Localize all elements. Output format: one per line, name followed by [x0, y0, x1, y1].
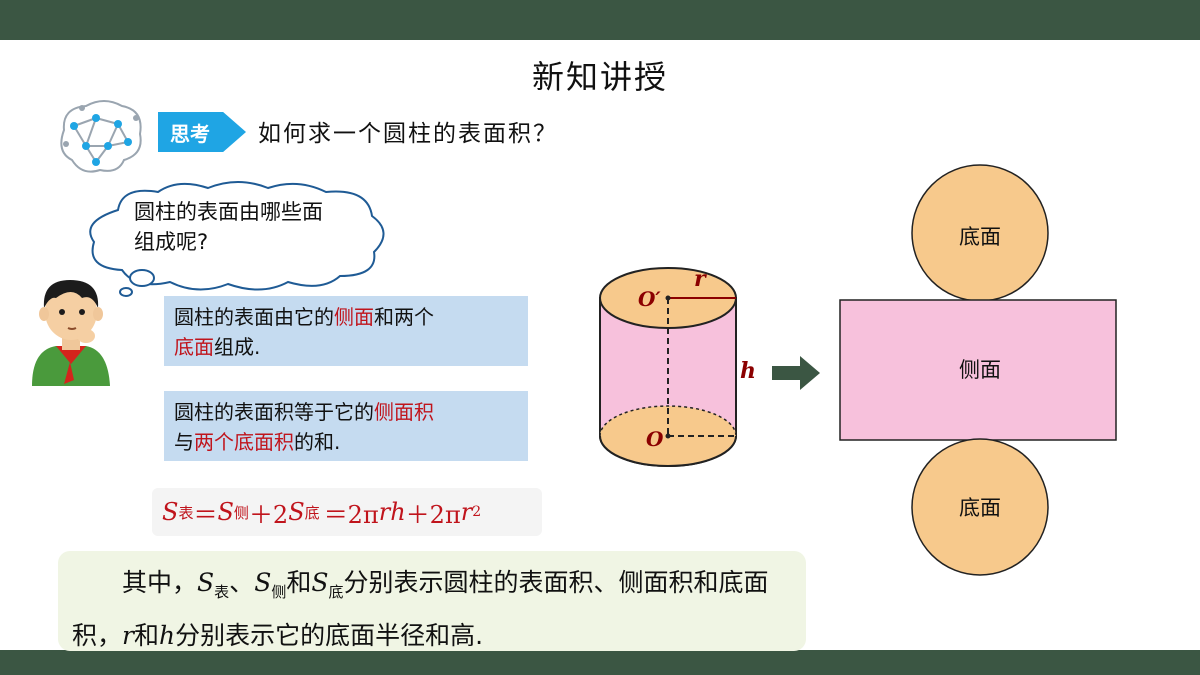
formula-sub-side: 侧 [233, 503, 249, 522]
answer-box-2: 圆柱的表面积等于它的侧面积与两个底面积的和. [164, 391, 528, 461]
explain-s-3: S [311, 568, 329, 597]
explain-s-2: S [254, 568, 272, 597]
radius-label: r [694, 266, 707, 292]
thinking-boy-illustration [32, 280, 110, 386]
answer1-text-2: 和两个 [374, 305, 434, 329]
answer2-text-2: 与 [174, 430, 194, 454]
formula-s-1: S [162, 498, 179, 526]
right-arrow-icon [772, 356, 820, 390]
cloud-text: 圆柱的表面由哪些面 组成呢? [134, 197, 394, 257]
answer1-text-3: 组成. [214, 335, 261, 359]
explain-text-3: 分别表示它的底面半径和高. [175, 621, 484, 650]
bottom-base-label: 底面 [959, 496, 1001, 520]
formula-rh: rh [378, 498, 406, 526]
answer2-highlight-side-area: 侧面积 [374, 400, 434, 424]
formula-sub-surface: 表 [178, 503, 194, 522]
top-center-label: O′ [638, 287, 661, 311]
answer2-text-1: 圆柱的表面积等于它的 [174, 400, 374, 424]
height-label: h [740, 358, 756, 384]
thought-cloud [89, 181, 385, 297]
explain-text-1: 其中， [122, 568, 198, 597]
formula-eq-1: ＝ [193, 500, 218, 529]
explain-sub-surface: 表 [214, 583, 230, 601]
top-base-label: 底面 [959, 225, 1001, 249]
answer1-highlight-side: 侧面 [334, 305, 374, 329]
formula-r: r [460, 498, 473, 526]
explain-sub-side: 侧 [271, 583, 287, 601]
side-label: 侧面 [959, 358, 1001, 382]
bottom-bar [0, 650, 1200, 675]
answer1-text-1: 圆柱的表面由它的 [174, 305, 334, 329]
answer1-highlight-base: 底面 [174, 335, 214, 359]
bottom-base-circle [911, 438, 1049, 576]
formula-sub-base: 底 [304, 503, 320, 522]
formula-eq-2pi: ＝2π [323, 500, 379, 529]
side-rectangle [839, 299, 1117, 441]
formula-exponent: 2 [472, 504, 482, 520]
answer-box-1: 圆柱的表面由它的侧面和两个底面组成. [164, 296, 528, 366]
top-bar [0, 0, 1200, 40]
question-text: 如何求一个圆柱的表面积？ [258, 121, 558, 147]
explain-sub-base: 底 [328, 583, 344, 601]
brain-network-icon [60, 100, 142, 173]
bottom-center-label: O [646, 427, 664, 451]
formula-s-2: S [217, 498, 234, 526]
explain-text-2: 分别表示圆柱的表面积、侧面积和底面积， [72, 568, 769, 650]
cloud-line-2: 组成呢? [134, 230, 209, 254]
think-tag-label: 思考 [170, 121, 210, 146]
explain-r: r [122, 621, 134, 650]
cylinder-diagram: O′ O r h [599, 266, 820, 467]
explain-h: h [158, 621, 176, 650]
think-tag: 思考 [158, 112, 246, 152]
cloud-line-1: 圆柱的表面由哪些面 [134, 200, 323, 224]
formula-plus-2: ＋2 [248, 500, 289, 529]
explanation-box: 其中，S表、S侧和S底分别表示圆柱的表面积、侧面积和底面积，r和h分别表示它的底… [58, 551, 806, 651]
cylinder-net-diagram: 底面 侧面 底面 [839, 164, 1117, 576]
page-title: 新知讲授 [531, 58, 668, 96]
answer2-highlight-base-area: 两个底面积 [194, 430, 294, 454]
explain-and-1: 和 [286, 568, 312, 597]
explain-s-1: S [197, 568, 215, 597]
formula-plus-2pi: ＋2π [405, 500, 461, 529]
formula-s-3: S [288, 498, 305, 526]
answer2-text-3: 的和. [294, 430, 341, 454]
explain-and-2: 和 [133, 621, 159, 650]
explain-sep: 、 [229, 568, 255, 597]
